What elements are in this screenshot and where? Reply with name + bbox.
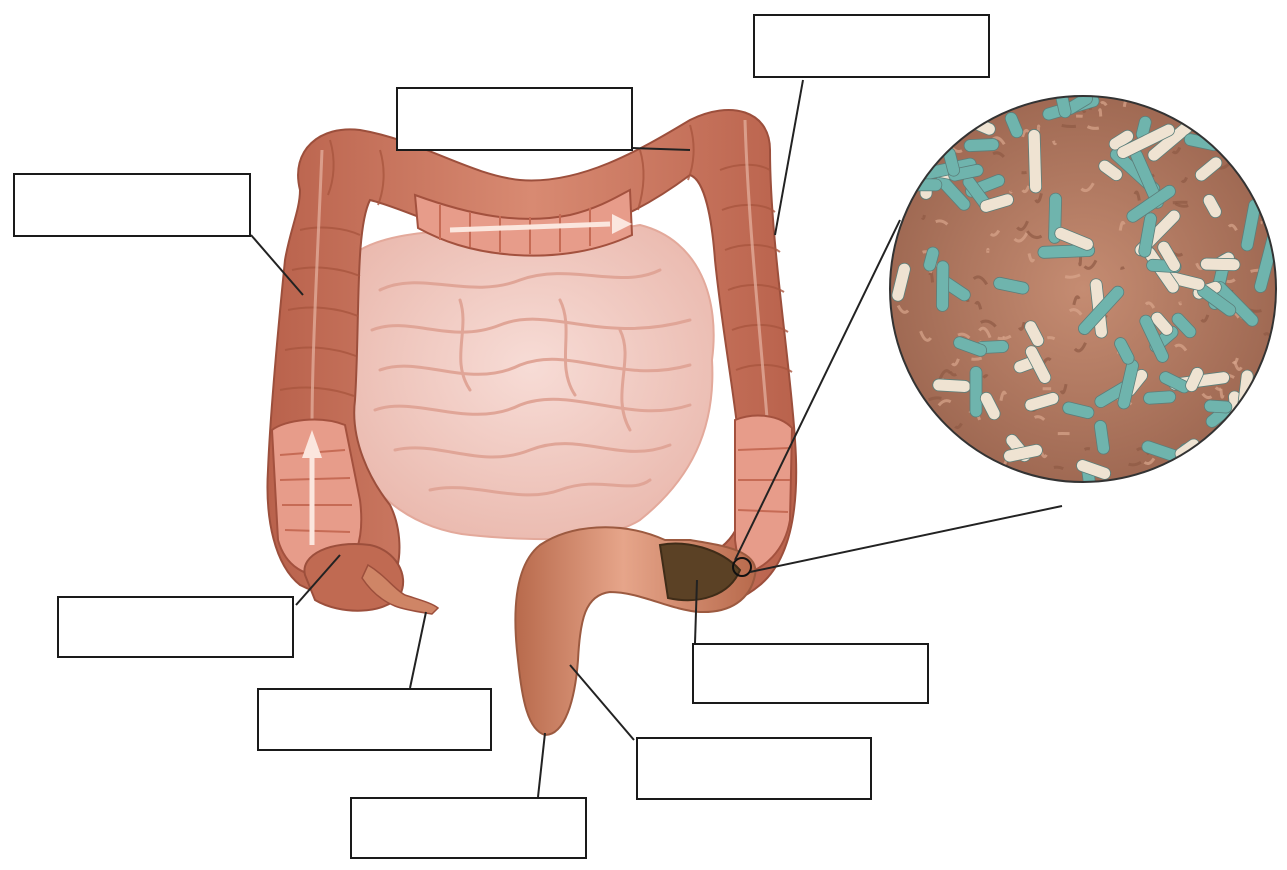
bacterium-rod (964, 138, 999, 152)
label-box-left-lower[interactable] (57, 596, 294, 658)
bacterium-rod (901, 113, 961, 131)
bacterium-rod (923, 91, 954, 120)
label-box-left-upper[interactable] (13, 173, 251, 237)
label-box-bottom-center[interactable] (350, 797, 587, 859)
label-box-bottom-left[interactable] (257, 688, 492, 751)
bacterium-rod (1143, 391, 1176, 405)
bacterium-rod (885, 86, 937, 138)
bacterium-rod (1230, 142, 1266, 173)
bacterium-rod (1234, 127, 1279, 152)
label-box-top-right[interactable] (753, 14, 990, 78)
bacterium-rod (1200, 258, 1240, 271)
label-box-top-center[interactable] (396, 87, 633, 151)
label-box-bottom-right[interactable] (636, 737, 872, 800)
label-box-right-middle[interactable] (692, 643, 929, 704)
bacterium-rod (936, 261, 948, 312)
bacterium-rod (906, 82, 922, 146)
bacterium-rod (1028, 129, 1042, 193)
bacterium-rod (881, 179, 942, 191)
bacterium-rod (932, 379, 971, 393)
small-intestine (348, 225, 714, 539)
bacterium-rod (970, 367, 982, 418)
bacterium-rod (1204, 400, 1232, 414)
bacteria-micrograph (881, 78, 1287, 493)
